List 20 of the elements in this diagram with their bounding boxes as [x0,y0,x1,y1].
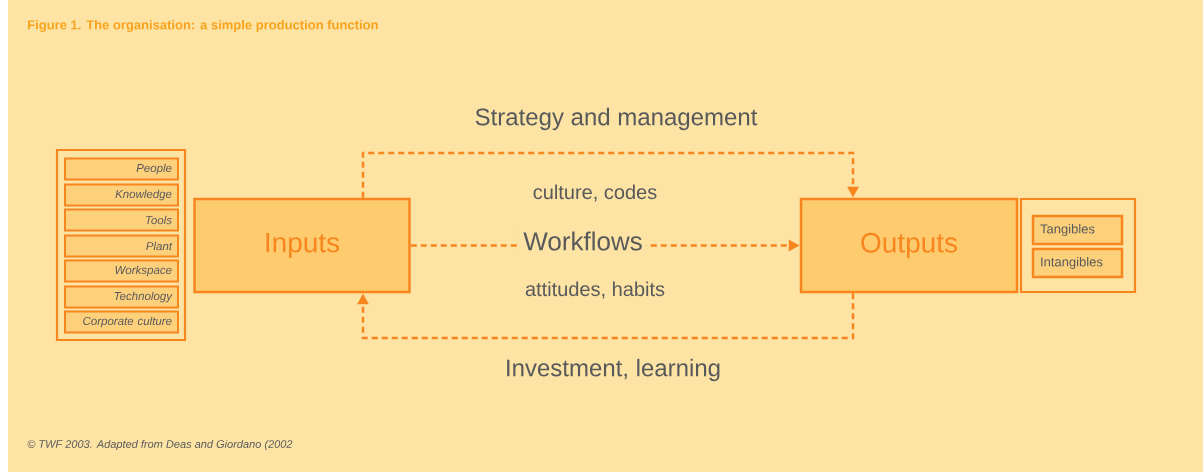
edge-label: Investment, learning [507,358,720,382]
list-item: Tools [64,208,179,232]
list-item: Corporate culture [64,310,179,334]
process-box: Outputs [799,197,1019,294]
list-item: Workspace [64,259,179,283]
list-item: Tangibles [1031,214,1124,246]
caption: © TWF 2003. Adapted from Deas and Giordano (2002 [27,439,293,451]
title: Figure 1. The organisation: a simple production function [28,19,378,33]
edge-label: Strategy and management [475,107,758,131]
annotation: attitudes, habits [525,281,665,299]
arrow [357,293,855,340]
list-item: Technology [64,285,179,309]
process-box: Inputs [193,197,411,294]
list-item: Intangibles [1031,247,1124,279]
list-item: Plant [64,234,179,258]
edge-label: Workflows [519,227,647,255]
list-item: Knowledge [64,183,179,207]
list-item: People [64,157,179,181]
arrow [361,151,859,198]
annotation: culture, codes [533,184,657,202]
